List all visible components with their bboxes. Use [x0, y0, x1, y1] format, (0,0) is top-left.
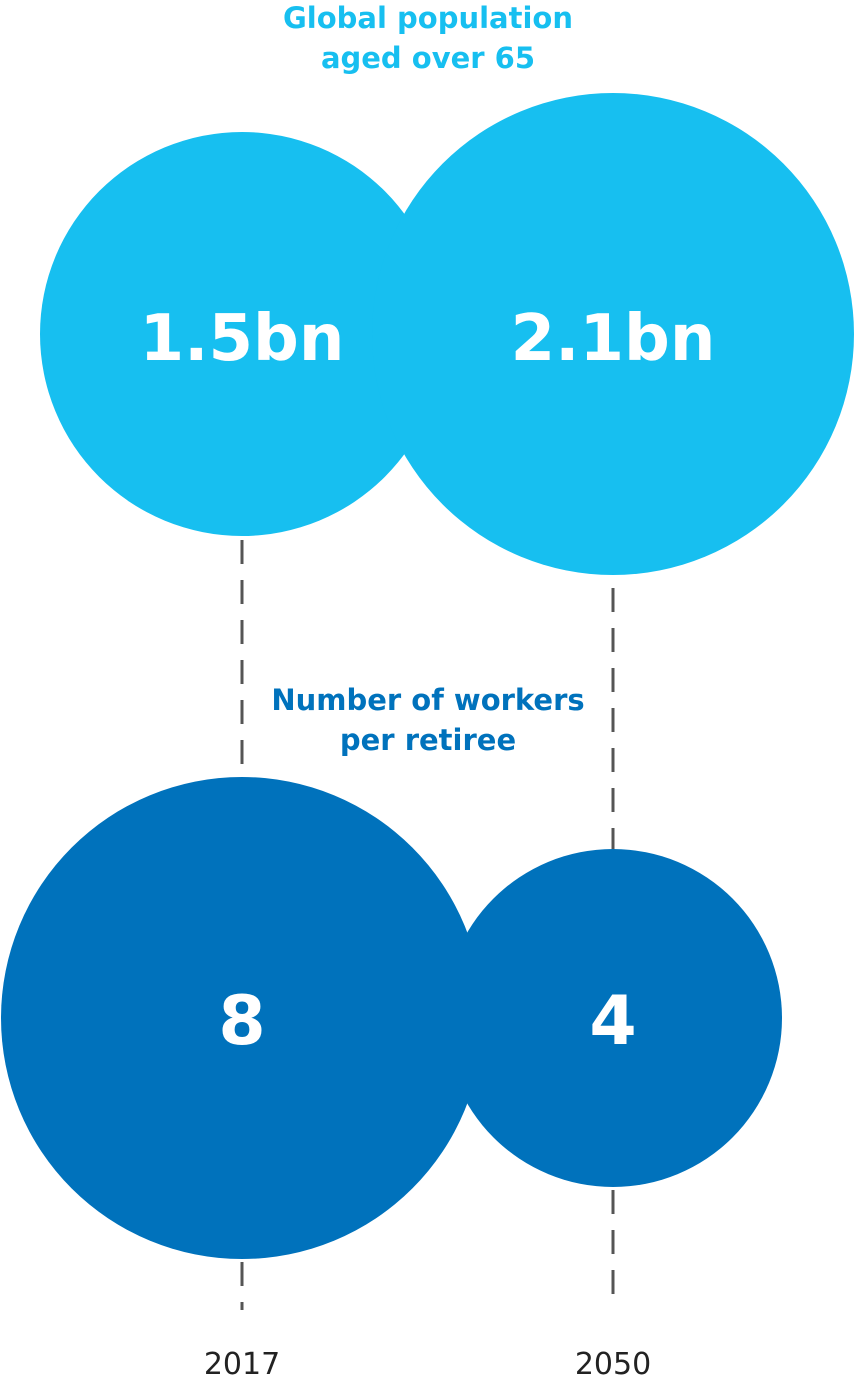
population-title-line-1: Global population [283, 1, 573, 35]
workers-value-2017: 8 [218, 982, 265, 1061]
population-bubble-2017 [40, 132, 444, 536]
workers-bubble-2017 [1, 777, 483, 1259]
population-title-line-2: aged over 65 [321, 41, 535, 75]
year-label-2017: 2017 [204, 1347, 280, 1377]
year-label-2050: 2050 [575, 1347, 651, 1377]
workers-value-2050: 4 [589, 982, 636, 1061]
workers-title-line-1: Number of workers [271, 683, 584, 717]
workers-bubble-2050 [444, 849, 782, 1187]
workers-title-line-2: per retiree [340, 723, 516, 757]
population-value-2050: 2.1bn [511, 302, 716, 376]
population-value-2017: 1.5bn [140, 302, 345, 376]
population-bubble-2050 [372, 93, 854, 575]
